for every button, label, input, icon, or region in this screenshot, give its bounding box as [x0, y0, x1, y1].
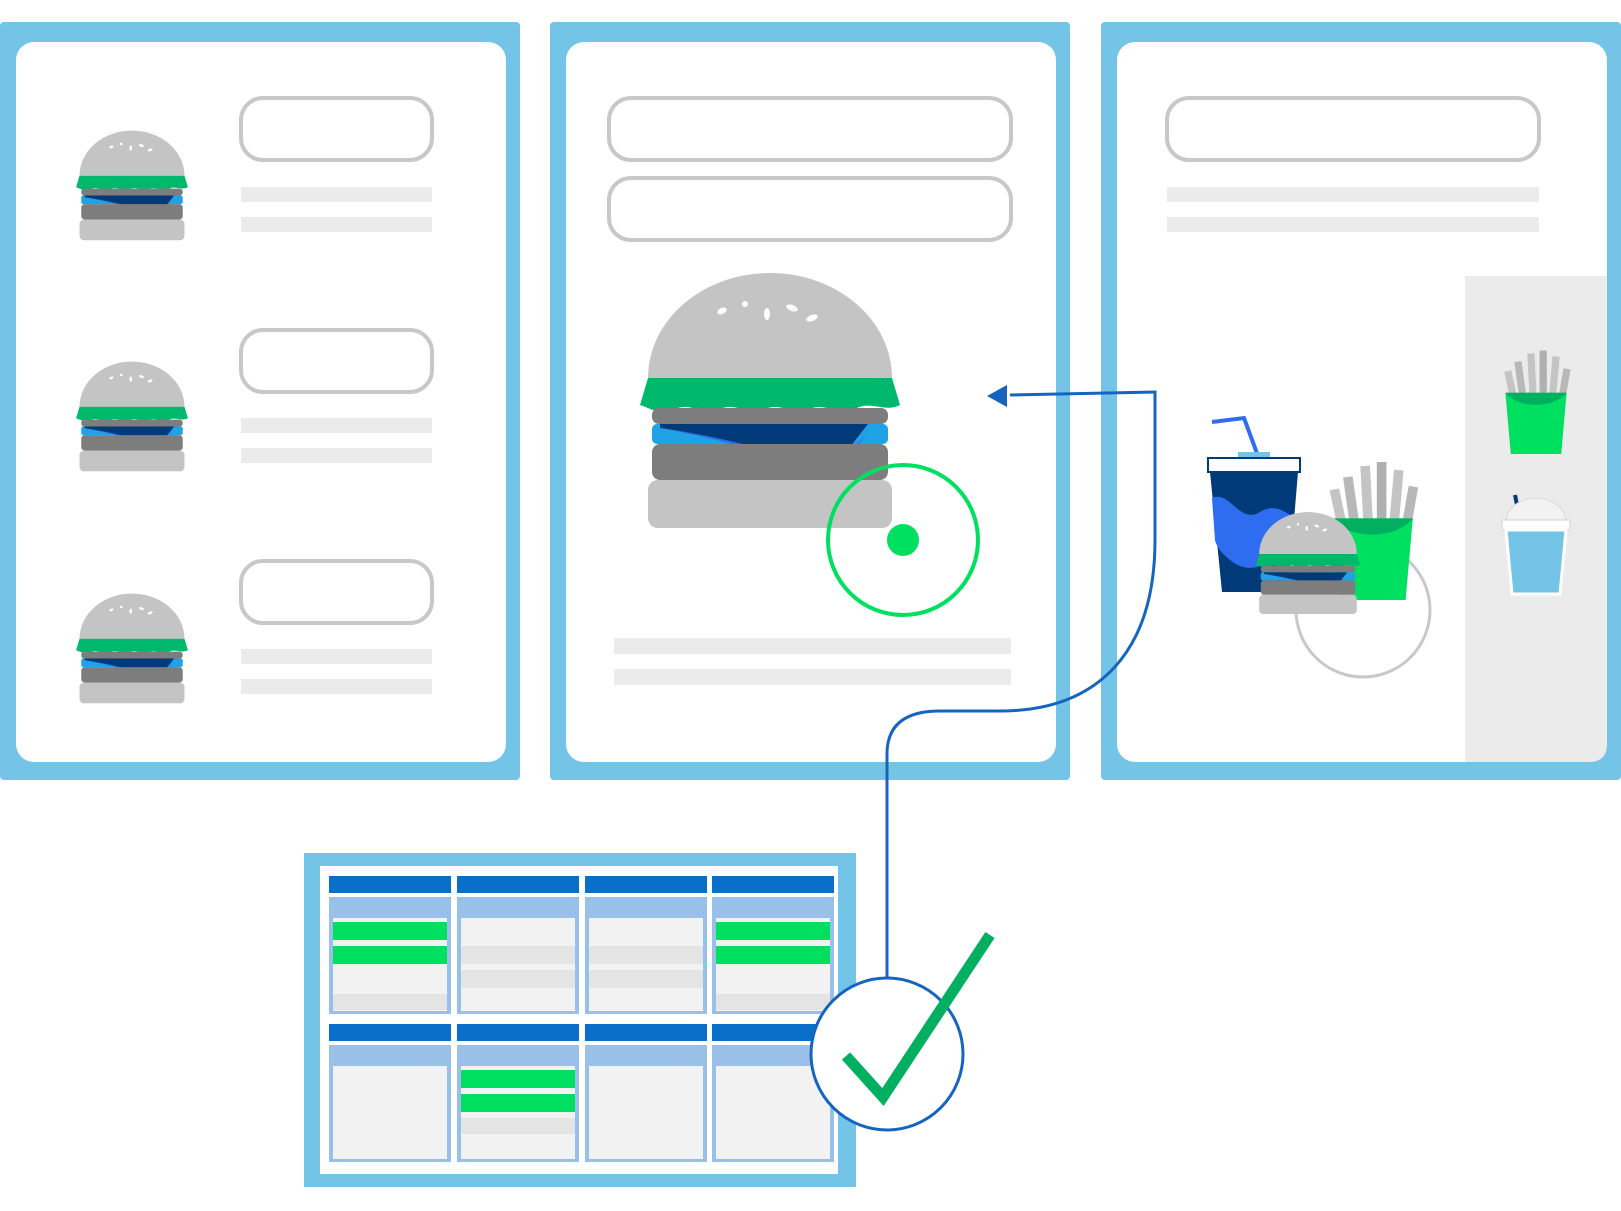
schedule-cell[interactable]: [585, 876, 707, 1014]
combo-text-line: [1167, 187, 1539, 202]
flow-connector: [885, 385, 1157, 978]
cell-body: [716, 1066, 830, 1159]
schedule-cell[interactable]: [712, 876, 834, 1014]
badge-circle: [809, 976, 965, 1132]
booked-slot[interactable]: [716, 946, 830, 964]
cell-header: [585, 1024, 707, 1041]
cell-header: [712, 1024, 834, 1041]
detail-title-placeholder: [607, 96, 1013, 162]
item-detail-screen: [550, 22, 1070, 780]
schedule-cell[interactable]: [585, 1024, 707, 1162]
booked-slot[interactable]: [461, 1094, 575, 1112]
cell-header: [329, 876, 451, 893]
empty-slot[interactable]: [589, 970, 703, 988]
item-title-placeholder: [239, 96, 434, 162]
schedule-cell[interactable]: [457, 1024, 579, 1162]
item-text-line: [241, 448, 432, 463]
cell-body: [461, 918, 575, 1011]
item-title-placeholder: [239, 559, 434, 625]
item-text-line: [241, 418, 432, 433]
empty-slot[interactable]: [589, 946, 703, 964]
empty-slot[interactable]: [461, 946, 575, 964]
list-item[interactable]: [76, 328, 434, 472]
empty-slot[interactable]: [716, 994, 830, 1010]
detail-subtitle-placeholder: [607, 176, 1013, 242]
empty-slot[interactable]: [461, 1118, 575, 1134]
cell-body: [589, 1066, 703, 1159]
combo-meal-screen: [1101, 22, 1621, 780]
empty-slot[interactable]: [333, 994, 447, 1010]
burger-icon: [76, 130, 188, 241]
detail-text-line: [614, 669, 1011, 685]
burger-icon[interactable]: [1256, 512, 1360, 614]
schedule-cell[interactable]: [329, 1024, 451, 1162]
burger-icon[interactable]: [640, 273, 900, 528]
combo-title-placeholder: [1165, 96, 1541, 162]
checkmark-icon: [841, 931, 995, 1106]
detail-text-line: [614, 638, 1011, 654]
cell-header: [712, 876, 834, 893]
connector-line: [885, 390, 1157, 978]
cell-body: [333, 1066, 447, 1159]
booked-slot[interactable]: [333, 922, 447, 940]
cell-header: [585, 876, 707, 893]
tap-target-icon[interactable]: [826, 463, 980, 617]
booked-slot[interactable]: [461, 1070, 575, 1088]
cell-body: [589, 918, 703, 1011]
item-title-placeholder: [239, 328, 434, 394]
item-text-line: [241, 217, 432, 232]
arrow-left-icon: [987, 385, 1007, 407]
cell-header: [457, 1024, 579, 1041]
cell-header: [329, 1024, 451, 1041]
list-item[interactable]: [76, 559, 434, 704]
burger-icon: [76, 593, 188, 704]
menu-list-screen: [0, 22, 520, 780]
shake-icon[interactable]: [1501, 494, 1571, 596]
booked-slot[interactable]: [716, 922, 830, 940]
schedule-cell[interactable]: [329, 876, 451, 1014]
item-text-line: [241, 679, 432, 694]
schedule-grid: [304, 853, 856, 1187]
list-item[interactable]: [76, 96, 434, 241]
schedule-cell[interactable]: [457, 876, 579, 1014]
combo-text-line: [1167, 217, 1539, 232]
burger-icon: [76, 361, 188, 472]
checkmark-badge[interactable]: [809, 931, 995, 1132]
item-text-line: [241, 649, 432, 664]
empty-slot[interactable]: [461, 970, 575, 988]
cell-header: [457, 876, 579, 893]
item-text-line: [241, 187, 432, 202]
booked-slot[interactable]: [333, 946, 447, 964]
